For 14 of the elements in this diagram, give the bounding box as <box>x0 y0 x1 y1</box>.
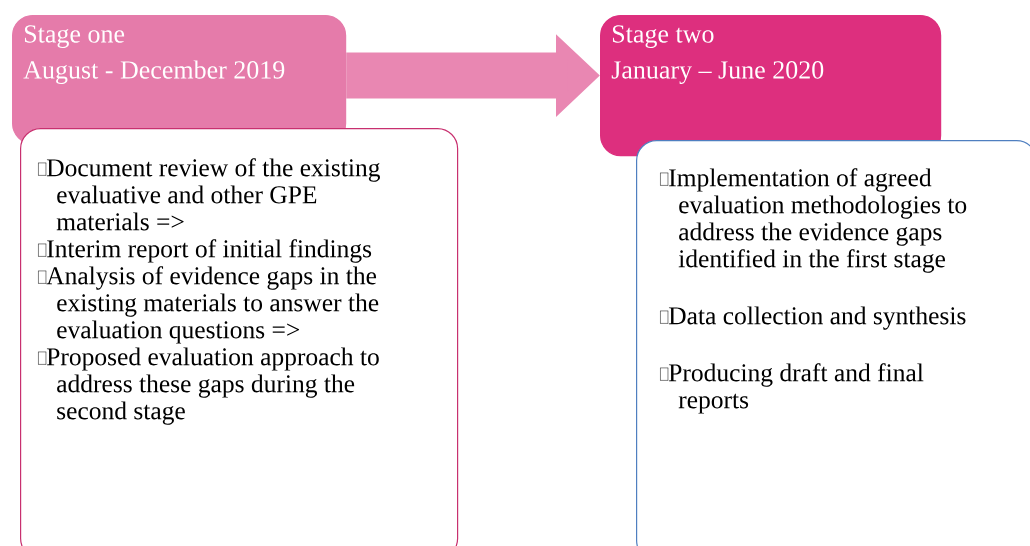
list-item: Analysis of evidence gaps in the existing materials to answer the evaluation questions => <box>46 266 379 344</box>
stage-label: Stage two <box>612 25 714 49</box>
task-list-box <box>636 140 1030 546</box>
list-item: Document review of the existing evaluative and other GPE materials => <box>46 158 380 231</box>
stage-label: January – June 2020 <box>611 61 824 85</box>
task-list-box <box>20 128 459 546</box>
stage-header-box <box>600 15 942 157</box>
stage-label: August - December 2019 <box>23 60 285 85</box>
stage-label: Stage one <box>24 25 125 49</box>
list-item: Implementation of agreed evaluation methodologies to address the evidence gaps identified in the first stage <box>669 168 967 273</box>
list-item: Proposed evaluation approach to address these gaps during the second stage <box>46 347 379 425</box>
list-item: Producing draft and final reports <box>668 363 924 414</box>
list-item: Interim report of initial findings <box>47 239 372 263</box>
list-item: Data collection and synthesis <box>668 306 966 330</box>
